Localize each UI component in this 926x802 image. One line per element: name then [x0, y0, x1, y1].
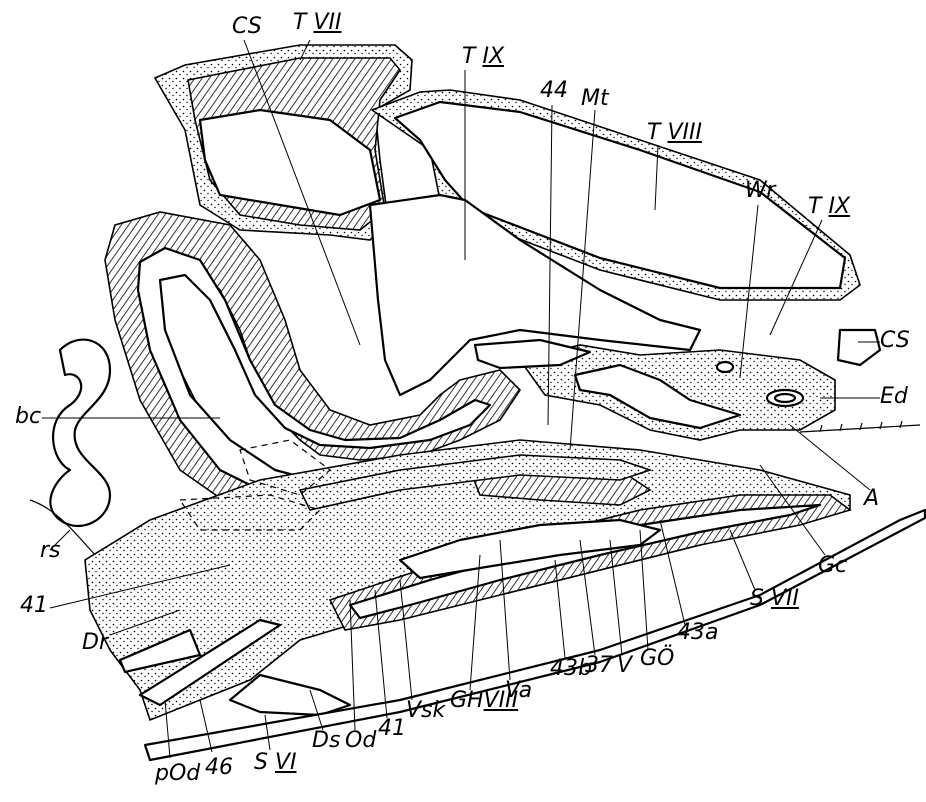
label-s6: S VI — [254, 752, 297, 774]
label-cs-top: CS — [232, 16, 262, 38]
receptaculum-coil — [50, 340, 110, 526]
spines — [800, 421, 920, 432]
label-gc: Gc — [818, 555, 847, 577]
label-41-bottom: 41 — [378, 718, 406, 740]
label-mt: Mt — [581, 88, 609, 110]
label-ed: Ed — [880, 386, 908, 408]
label-43b: 43b — [550, 658, 592, 680]
anal-opening-inner — [775, 394, 795, 402]
label-t9-top: T IX — [462, 46, 504, 68]
label-wr: Wr — [745, 180, 775, 202]
label-vsk: Vsk — [406, 700, 445, 722]
label-go: GÖ — [640, 648, 674, 670]
label-a: A — [864, 488, 879, 510]
label-s7: S VII — [750, 588, 799, 610]
label-41-left: 41 — [20, 595, 48, 617]
label-t7: T VII — [293, 12, 341, 34]
label-pod: pOd — [155, 763, 200, 785]
label-cs-right: CS — [880, 330, 910, 352]
label-t8: T VIII — [647, 122, 702, 144]
label-bc: bc — [15, 406, 41, 428]
label-ds: Ds — [312, 730, 340, 752]
cercus — [838, 330, 880, 365]
spiracle — [717, 362, 733, 372]
label-t9-right: T IX — [808, 196, 850, 218]
label-dr: Dr — [82, 632, 108, 654]
label-gh8: GHVIII — [450, 690, 518, 712]
label-v: V — [617, 655, 632, 677]
label-44: 44 — [540, 80, 568, 102]
label-od: Od — [345, 730, 376, 752]
label-46: 46 — [205, 757, 233, 779]
label-rs: rs — [40, 540, 61, 562]
label-43a: 43a — [677, 622, 718, 644]
